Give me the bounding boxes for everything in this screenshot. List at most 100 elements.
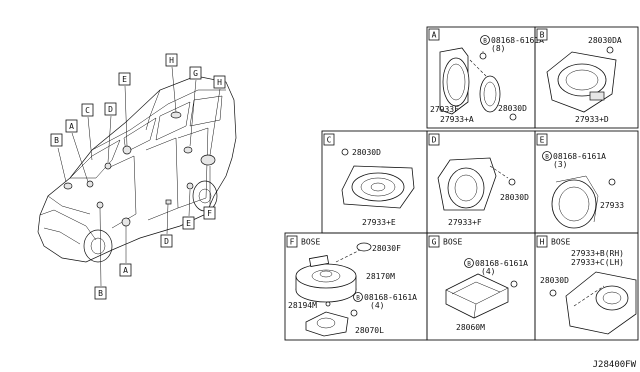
label-27933f: 27933F xyxy=(430,105,459,114)
panel-f-tag[interactable] xyxy=(286,235,298,248)
label-28030d: 28030D xyxy=(352,148,381,157)
panel-d: D 28030D 27933+F xyxy=(426,130,536,234)
svg-text:E: E xyxy=(540,136,545,145)
amplifier-28060m xyxy=(445,273,518,319)
panel-f: F BOSE 28030F 28170M 28194M B 08168-6161… xyxy=(284,232,428,341)
vehicle-overview xyxy=(37,66,237,287)
label-28194m: 28194M xyxy=(288,301,317,310)
bolt-symbol-icon xyxy=(353,292,363,302)
svg-text:B: B xyxy=(545,154,549,161)
svg-text:A: A xyxy=(123,266,128,275)
screw-icon xyxy=(508,178,516,186)
screw-icon xyxy=(509,113,517,121)
panel-d-tag[interactable] xyxy=(428,133,440,146)
label-08168-6161a: 08168-6161A xyxy=(364,293,417,302)
vehicle-callout-g[interactable]: G xyxy=(189,66,202,80)
screw-icon xyxy=(479,52,487,60)
screw-icon xyxy=(606,46,614,54)
vehicle-callout-d-2[interactable]: D xyxy=(160,234,173,248)
label-28030f: 28030F xyxy=(372,244,401,253)
label-28170m: 28170M xyxy=(366,272,395,281)
label-08168-6161a: 08168-6161A xyxy=(553,152,606,161)
bolt-symbol-icon xyxy=(464,258,474,268)
panel-e-tag[interactable] xyxy=(536,133,548,146)
svg-text:G: G xyxy=(432,238,437,247)
svg-text:A: A xyxy=(432,31,437,40)
vehicle-callout-c[interactable]: C xyxy=(81,103,94,117)
vehicle-callout-e-2[interactable]: E xyxy=(182,216,195,230)
svg-text:H: H xyxy=(169,56,174,65)
door-speaker-27933-a xyxy=(439,47,517,121)
svg-text:D: D xyxy=(432,136,437,145)
screw-icon xyxy=(350,309,358,317)
panel-a: A B 08168-6161A (8) 27933F 28030D 27933+… xyxy=(426,26,544,129)
svg-text:C: C xyxy=(85,106,90,115)
vehicle-callout-b-2[interactable]: B xyxy=(94,286,107,300)
screw-icon xyxy=(510,280,518,288)
vehicle-callout-h-1[interactable]: H xyxy=(165,53,178,67)
panel-b: B 28030DA 27933+D xyxy=(534,26,639,129)
svg-text:F: F xyxy=(207,209,212,218)
vehicle-callout-e-1[interactable]: E xyxy=(118,72,131,86)
label-27933: 27933 xyxy=(600,201,624,210)
svg-text:D: D xyxy=(108,105,113,114)
screw-icon xyxy=(549,289,557,297)
svg-text:H: H xyxy=(540,238,545,247)
svg-text:H: H xyxy=(217,78,222,87)
bose-label: BOSE xyxy=(551,238,570,247)
label-08168-6161a: 08168-6161A xyxy=(491,36,544,45)
svg-text:E: E xyxy=(186,219,191,228)
label-27933-c-lh: 27933+C(LH) xyxy=(571,258,624,267)
label-28030da: 28030DA xyxy=(588,36,622,45)
svg-text:B: B xyxy=(98,289,103,298)
label-28060m: 28060M xyxy=(456,323,485,332)
label-28030d: 28030D xyxy=(540,276,569,285)
svg-text:F: F xyxy=(290,238,295,247)
washer-icon xyxy=(325,301,331,307)
label-28070l: 28070L xyxy=(355,326,384,335)
svg-text:B: B xyxy=(483,38,487,45)
label-qty-8: (8) xyxy=(491,44,505,53)
panel-g: G BOSE B 08168-6161A (4) 28060M xyxy=(426,232,536,341)
speaker-27933 xyxy=(551,175,616,229)
diagram-code: J28400FW xyxy=(593,360,637,370)
label-27933-e: 27933+E xyxy=(362,218,396,227)
subwoofer-28170m xyxy=(295,242,372,337)
screw-icon xyxy=(341,148,349,156)
bolt-symbol-icon xyxy=(542,151,552,161)
speaker-box-27933-b-c xyxy=(565,271,637,335)
bose-label: BOSE xyxy=(443,238,462,247)
speaker-27933-e xyxy=(341,165,415,209)
panel-h: H BOSE 27933+B(RH) 27933+C(LH) 28030D xyxy=(534,232,639,341)
panel-c: C 28030D 27933+E xyxy=(321,130,428,234)
label-qty-3: (3) xyxy=(553,160,567,169)
svg-text:D: D xyxy=(164,237,169,246)
vehicle-callout-d-1[interactable]: D xyxy=(104,102,117,116)
vehicle-callout-a-2[interactable]: A xyxy=(119,263,132,277)
speaker-27933-d xyxy=(546,46,617,113)
vehicle-callout-h-2[interactable]: H xyxy=(213,75,226,89)
label-qty-4: (4) xyxy=(370,301,384,310)
panel-a-tag[interactable] xyxy=(428,28,440,41)
speaker-27933-f xyxy=(437,157,516,211)
panel-g-tag[interactable] xyxy=(428,235,440,248)
panel-e: E B 08168-6161A (3) 27933 xyxy=(534,130,639,234)
vehicle-callout-f[interactable]: F xyxy=(203,206,216,220)
label-28030d: 28030D xyxy=(500,193,529,202)
screw-icon xyxy=(608,178,616,186)
label-28030d: 28030D xyxy=(498,104,527,113)
panel-c-tag[interactable] xyxy=(323,133,335,146)
vehicle-callout-b-1[interactable]: B xyxy=(50,133,63,147)
svg-text:E: E xyxy=(122,75,127,84)
bolt-symbol-icon xyxy=(480,35,490,45)
label-27933-d: 27933+D xyxy=(575,115,609,124)
panel-h-tag[interactable] xyxy=(536,235,548,248)
svg-text:G: G xyxy=(193,69,198,78)
svg-text:C: C xyxy=(327,136,332,145)
panel-b-tag[interactable] xyxy=(536,28,548,41)
vehicle-callout-a-1[interactable]: A xyxy=(65,119,78,133)
label-27933-f: 27933+F xyxy=(448,218,482,227)
svg-text:B: B xyxy=(54,136,59,145)
label-08168-6161a: 08168-6161A xyxy=(475,259,528,268)
